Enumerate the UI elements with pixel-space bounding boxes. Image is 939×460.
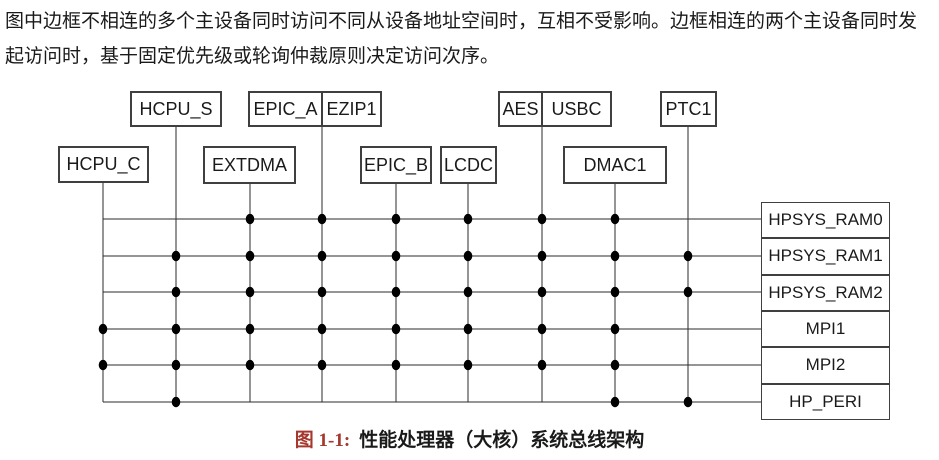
junction-dot: [317, 323, 327, 335]
slave-box-hp-peri: HP_PERI: [761, 383, 890, 420]
master-box-epic-a: EPIC_A: [248, 91, 323, 127]
slave-box-hpsys-ram2: HPSYS_RAM2: [761, 274, 890, 311]
junction-dot: [245, 359, 255, 371]
master-box-hcpu-c: HCPU_C: [58, 146, 149, 183]
master-box-dmac1: DMAC1: [563, 146, 667, 184]
paragraph-line-1: 图中边框不相连的多个主设备同时访问不同从设备地址空间时，互相不受影响。边框相连的…: [5, 11, 918, 32]
body-paragraph: 图中边框不相连的多个主设备同时访问不同从设备地址空间时，互相不受影响。边框相连的…: [5, 4, 937, 74]
junction-dot: [171, 359, 181, 371]
junction-dot: [391, 359, 401, 371]
junction-dot: [683, 250, 693, 262]
junction-dot: [245, 250, 255, 262]
junction-dot: [171, 250, 181, 262]
junction-dot: [317, 359, 327, 371]
junction-dot: [98, 359, 108, 371]
master-box-epic-b: EPIC_B: [360, 146, 432, 184]
junction-dot: [391, 286, 401, 298]
junction-dot: [463, 359, 473, 371]
junction-dot: [391, 213, 401, 225]
junction-dot: [610, 250, 620, 262]
master-box-extdma: EXTDMA: [203, 146, 296, 184]
junction-dot: [463, 213, 473, 225]
junction-dot: [98, 323, 108, 335]
master-box-lcdc: LCDC: [440, 146, 497, 184]
slave-box-mpi1: MPI1: [761, 310, 890, 348]
junction-dot: [171, 323, 181, 335]
master-box-usbc: USBC: [541, 91, 612, 127]
junction-dot: [171, 396, 181, 408]
junction-dot: [317, 286, 327, 298]
junction-dot: [463, 323, 473, 335]
junction-dot: [391, 323, 401, 335]
junction-dot: [610, 396, 620, 408]
slave-box-hpsys-ram0: HPSYS_RAM0: [761, 202, 890, 239]
junction-dot: [537, 213, 547, 225]
junction-dot: [317, 250, 327, 262]
junction-dot: [610, 359, 620, 371]
figure-caption-number: 图 1-1:: [294, 430, 351, 451]
junction-dot: [245, 213, 255, 225]
junction-dot: [537, 359, 547, 371]
junction-dot: [245, 286, 255, 298]
junction-dot: [171, 286, 181, 298]
junction-dot: [537, 323, 547, 335]
junction-dot: [610, 323, 620, 335]
master-box-hcpu-s: HCPU_S: [130, 91, 222, 127]
junction-dot: [463, 286, 473, 298]
slave-box-mpi2: MPI2: [761, 347, 890, 384]
junction-dot: [537, 286, 547, 298]
junction-dot: [683, 396, 693, 408]
junction-dot: [391, 250, 401, 262]
slave-box-hpsys-ram1: HPSYS_RAM1: [761, 238, 890, 275]
paragraph-line-2: 起访问时，基于固定优先级或轮询仲裁原则决定访问次序。: [5, 46, 500, 67]
figure-caption-text: 性能处理器（大核）系统总线架构: [359, 430, 645, 451]
junction-dot: [610, 286, 620, 298]
figure-caption: 图 1-1: 性能处理器（大核）系统总线架构: [0, 427, 939, 455]
master-box-aes: AES: [498, 91, 543, 127]
master-box-ezip1: EZIP1: [321, 91, 382, 127]
junction-dot: [463, 250, 473, 262]
junction-dot: [683, 286, 693, 298]
junction-dot: [537, 250, 547, 262]
master-box-ptc1: PTC1: [660, 91, 717, 127]
junction-dot: [610, 213, 620, 225]
junction-dot: [317, 213, 327, 225]
junction-dot: [245, 323, 255, 335]
